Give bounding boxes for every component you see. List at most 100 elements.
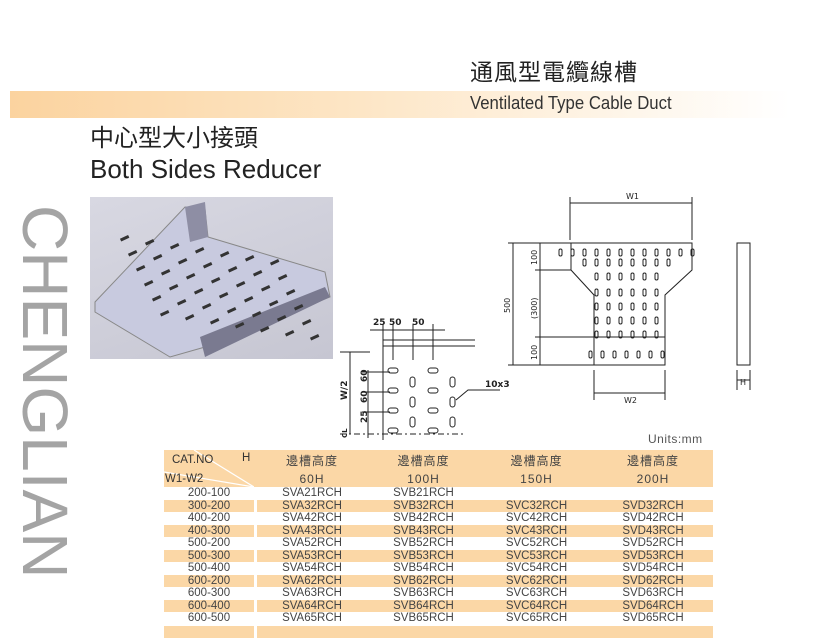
size-cell: 600-200 xyxy=(164,574,254,587)
vent-slot xyxy=(642,258,647,267)
vent-slot xyxy=(618,330,623,339)
corner-w: W1-W2 xyxy=(165,473,204,485)
cat-no-cell: SVB21RCH xyxy=(393,487,454,499)
vent-slot xyxy=(276,314,287,322)
dim-25: 25 xyxy=(373,318,386,328)
vent-slot xyxy=(570,248,575,257)
dim-v25: 25 xyxy=(360,410,370,423)
size-cell: 300-200 xyxy=(164,499,254,512)
vent-slot xyxy=(600,350,605,359)
cat-no-cell: SVB32RCH xyxy=(367,499,480,512)
cat-no-cell: SVD32RCH xyxy=(593,499,713,512)
column-zh: 邊槽高度 xyxy=(285,453,338,468)
size-cell: 600-300 xyxy=(187,587,231,599)
cat-no-cell: SVC42RCH xyxy=(505,512,568,524)
watermark: CHENGLIAN xyxy=(9,205,81,579)
vent-slot xyxy=(285,288,296,296)
vent-slot xyxy=(594,288,599,297)
cat-no-cell: SVD64RCH xyxy=(593,599,713,612)
column-height: 60H xyxy=(299,471,325,486)
vent-slot xyxy=(201,302,212,310)
cat-no-cell: SVC62RCH xyxy=(480,574,593,587)
vent-slot xyxy=(594,316,599,325)
vent-slot xyxy=(159,309,170,317)
vent-slot xyxy=(618,272,623,281)
vent-slot xyxy=(227,265,238,273)
vent-slot xyxy=(127,249,138,257)
vent-slot xyxy=(636,350,641,359)
dim-v60a: 60 xyxy=(360,369,370,382)
vent-slot xyxy=(666,258,671,267)
cat-no-cell: SVD52RCH xyxy=(622,537,684,549)
cat-no-cell: SVB52RCH xyxy=(393,537,454,549)
vent-slot xyxy=(666,248,671,257)
cat-no-cell: SVC43RCH xyxy=(480,524,593,537)
table-footer xyxy=(164,625,713,638)
column-height: 150H xyxy=(520,471,553,486)
corner-catno: CAT.NO xyxy=(172,454,214,466)
vent-slot xyxy=(594,248,599,257)
vent-slot xyxy=(642,316,647,325)
vent-slot xyxy=(594,330,599,339)
cat-no-cell: SVD63RCH xyxy=(622,587,684,599)
cat-no-cell: SVC63RCH xyxy=(505,587,568,599)
cat-no-cell: SVA62RCH xyxy=(257,574,367,587)
vent-slot xyxy=(618,248,623,257)
cat-no-cell: SVB53RCH xyxy=(367,549,480,562)
vent-slot xyxy=(244,254,255,262)
column-height: 200H xyxy=(636,471,670,486)
column-zh: 邊槽高度 xyxy=(397,453,450,468)
cat-no-cell: SVA32RCH xyxy=(257,499,367,512)
size-cell: 400-300 xyxy=(164,524,254,537)
dim-w-half: W/2 xyxy=(340,381,350,400)
cat-no-cell xyxy=(480,487,593,500)
vent-slot xyxy=(293,303,304,311)
vent-slot xyxy=(606,302,611,311)
vent-slot xyxy=(606,330,611,339)
vent-slot xyxy=(606,288,611,297)
vent-slot xyxy=(235,280,246,288)
product-image xyxy=(90,197,333,359)
cat-no-cell: SVA64RCH xyxy=(257,599,367,612)
header-band xyxy=(10,91,790,118)
dim-bottom-100: 100 xyxy=(530,345,539,360)
vent-slot xyxy=(202,261,213,269)
detail-drawing: 25 50 50 60 60 25 W/2 CL 10x30 xyxy=(340,318,510,440)
vent-slot xyxy=(243,295,254,303)
dim-50a: 50 xyxy=(389,318,402,328)
dim-300: (300) xyxy=(530,297,539,319)
vent-slot xyxy=(193,287,204,295)
vent-slot xyxy=(144,238,155,246)
cat-no-cell: SVB54RCH xyxy=(393,562,454,574)
cat-no-cell: SVC65RCH xyxy=(505,612,568,624)
vent-slot xyxy=(642,272,647,281)
vent-slot xyxy=(642,302,647,311)
vent-slot xyxy=(642,288,647,297)
cat-no-cell: SVD65RCH xyxy=(622,612,684,624)
vent-slot xyxy=(218,291,229,299)
vent-slot xyxy=(690,248,695,257)
cat-no-cell: SVD62RCH xyxy=(593,574,713,587)
vent-slot xyxy=(630,258,635,267)
vent-slot xyxy=(234,321,245,329)
cat-no-cell: SVA53RCH xyxy=(257,549,367,562)
vent-slot xyxy=(277,273,288,281)
vent-slot xyxy=(582,258,587,267)
size-cell: 400-200 xyxy=(187,512,231,524)
vent-slot xyxy=(630,302,635,311)
cat-no-cell: SVD43RCH xyxy=(593,524,713,537)
vent-slot xyxy=(654,258,659,267)
dim-v60b: 60 xyxy=(360,390,370,403)
column-zh: 邊槽高度 xyxy=(626,453,679,468)
main-drawing: W1 W2 500 100 (300) 100 H xyxy=(503,192,751,405)
dim-50b: 50 xyxy=(412,318,425,328)
vent-slot xyxy=(606,258,611,267)
vent-slot xyxy=(654,302,659,311)
